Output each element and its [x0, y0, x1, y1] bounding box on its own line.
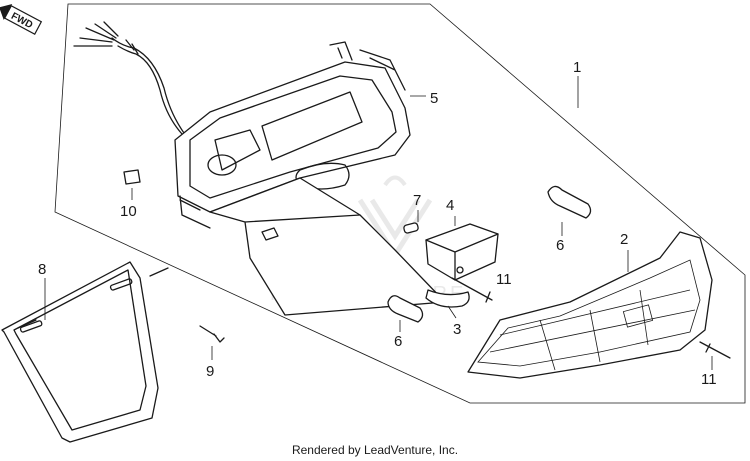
- callout-6-upper: 6: [556, 237, 564, 254]
- part-11-screw-upper: [451, 277, 493, 303]
- part-8-plate: [1, 261, 169, 443]
- callout-2: 2: [620, 231, 628, 248]
- part-7-bulb: [403, 210, 419, 234]
- part-4-socket: [425, 216, 499, 281]
- part-3-clip: [425, 289, 470, 319]
- part-11-screw-lower: [699, 341, 731, 359]
- part-2-tail-lens: [467, 231, 713, 379]
- part-10-grommet: [123, 169, 141, 200]
- callout-4: 4: [446, 197, 454, 214]
- callout-8: 8: [38, 261, 46, 278]
- callout-5: 5: [430, 90, 438, 107]
- callout-11-lower: 11: [701, 371, 717, 388]
- callout-3: 3: [453, 321, 461, 338]
- fwd-arrow-icon: FWD: [0, 4, 43, 35]
- callout-11-upper: 11: [496, 271, 512, 288]
- meter-housing: [174, 41, 411, 229]
- callout-6-lower: 6: [394, 333, 402, 350]
- assembly-boundary: [54, 3, 746, 404]
- fwd-label: FWD: [9, 11, 34, 31]
- callout-labels: 1 2 3 4 5 6 6 7 8 9 10 11 11: [38, 59, 717, 388]
- wiring-harness: [73, 21, 185, 135]
- callout-9: 9: [206, 363, 214, 380]
- leader-lines: [44, 76, 713, 370]
- callout-10: 10: [120, 203, 137, 220]
- callout-7: 7: [413, 192, 421, 209]
- callout-1: 1: [573, 59, 581, 76]
- base-panel: [209, 177, 446, 316]
- part-9-bolt: [199, 325, 225, 360]
- part-6-bulb-upper: [547, 185, 592, 236]
- part-6-bulb-lower: [387, 295, 424, 332]
- credit-line: Rendered by LeadVenture, Inc.: [291, 443, 459, 457]
